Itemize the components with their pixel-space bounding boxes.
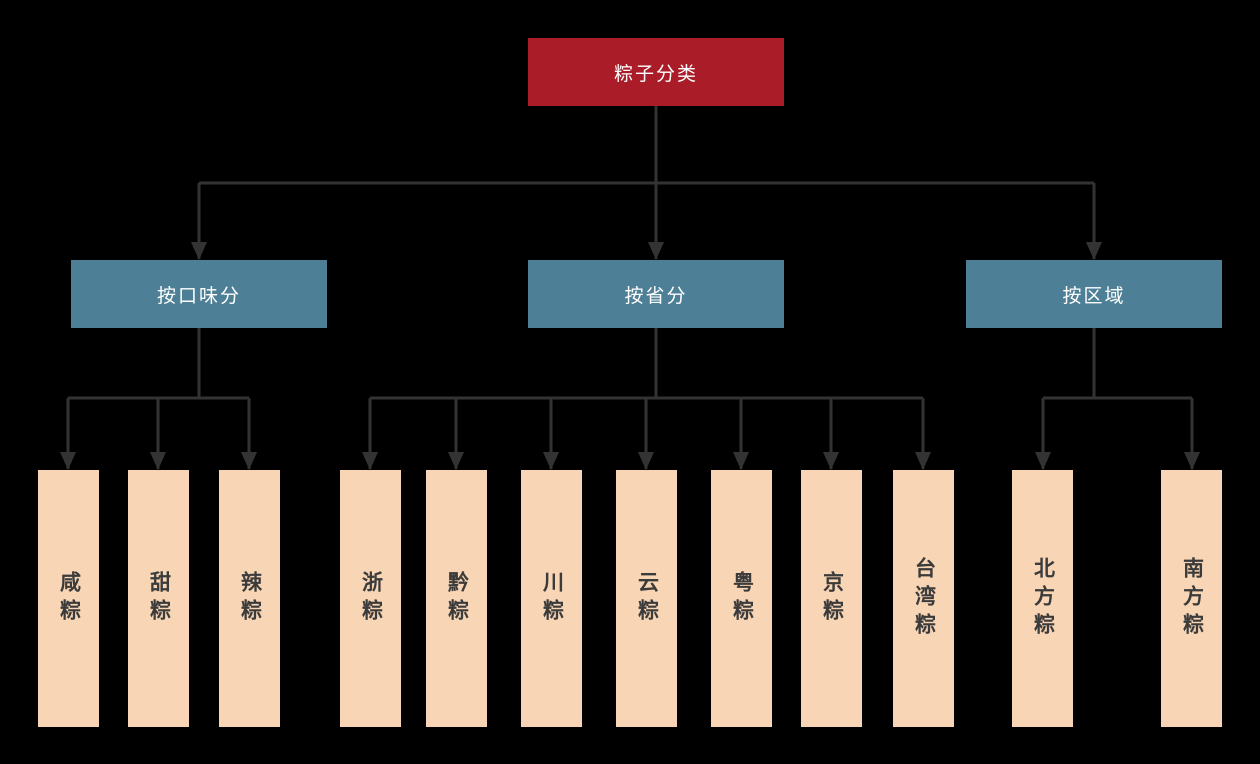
leaf-label: 咸粽 <box>57 570 81 627</box>
leaf-node-jing-zong: 京粽 <box>801 470 862 727</box>
leaf-node-yun-zong: 云粽 <box>616 470 677 727</box>
leaf-label: 粤粽 <box>730 570 754 627</box>
leaf-label: 南方粽 <box>1180 556 1204 641</box>
leaf-label: 京粽 <box>820 570 844 627</box>
leaf-node-nanfang-zong: 南方粽 <box>1161 470 1222 727</box>
leaf-label: 黔粽 <box>445 570 469 627</box>
leaf-node-xian-zong: 咸粽 <box>38 470 99 727</box>
group-node-by-taste: 按口味分 <box>71 260 327 328</box>
leaf-label: 浙粽 <box>359 570 383 627</box>
root-node-zongzi-classification: 粽子分类 <box>528 38 784 106</box>
leaf-node-yue-zong: 粤粽 <box>711 470 772 727</box>
leaf-node-zhe-zong: 浙粽 <box>340 470 401 727</box>
leaf-node-taiwan-zong: 台湾粽 <box>893 470 954 727</box>
leaf-label: 辣粽 <box>238 570 262 627</box>
leaf-node-la-zong: 辣粽 <box>219 470 280 727</box>
leaf-node-beifang-zong: 北方粽 <box>1012 470 1073 727</box>
leaf-label: 云粽 <box>635 570 659 627</box>
leaf-label: 甜粽 <box>147 570 171 627</box>
leaf-node-qian-zong: 黔粽 <box>426 470 487 727</box>
leaf-node-chuan-zong: 川粽 <box>521 470 582 727</box>
leaf-label: 台湾粽 <box>912 556 936 641</box>
leaf-label: 北方粽 <box>1031 556 1055 641</box>
leaf-node-tian-zong: 甜粽 <box>128 470 189 727</box>
group-node-by-region: 按区域 <box>966 260 1222 328</box>
group-node-by-province: 按省分 <box>528 260 784 328</box>
leaf-label: 川粽 <box>540 570 564 627</box>
